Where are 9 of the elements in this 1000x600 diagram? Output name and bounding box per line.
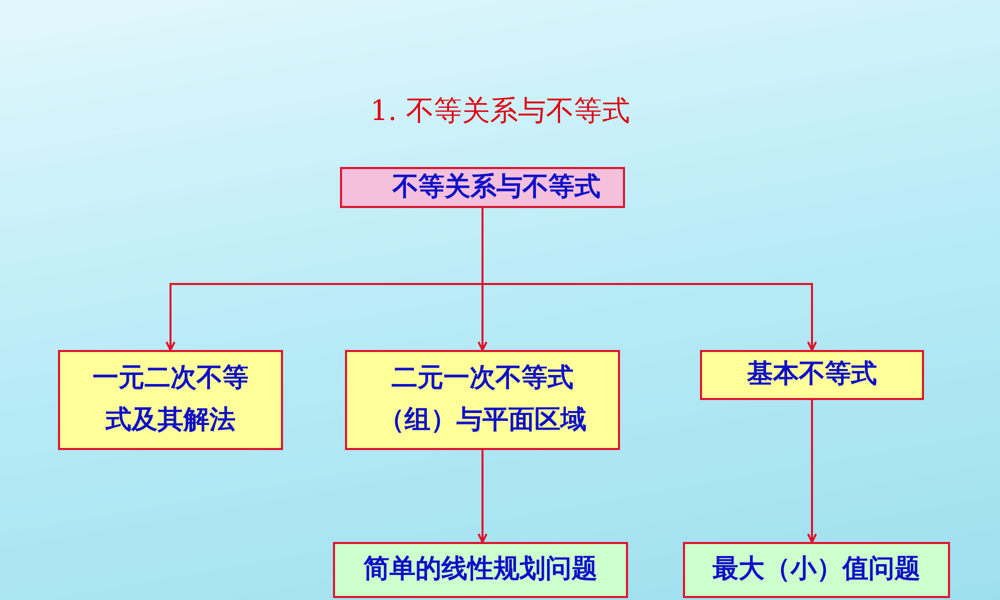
- title: 1. 不等关系与不等式: [369, 93, 631, 129]
- arrow: [807, 400, 817, 543]
- subtopic-box: 简单的线性规划问题: [333, 542, 628, 598]
- topic-box: 基本不等式: [700, 350, 924, 400]
- topic-box: 二元一次不等式（组）与平面区域: [345, 350, 620, 450]
- arrow: [478, 450, 488, 543]
- root-box: 不等关系与不等式: [340, 167, 625, 208]
- subtopic-box: 最大（小）值问题: [683, 542, 950, 598]
- topic-box: 一元二次不等式及其解法: [58, 350, 283, 450]
